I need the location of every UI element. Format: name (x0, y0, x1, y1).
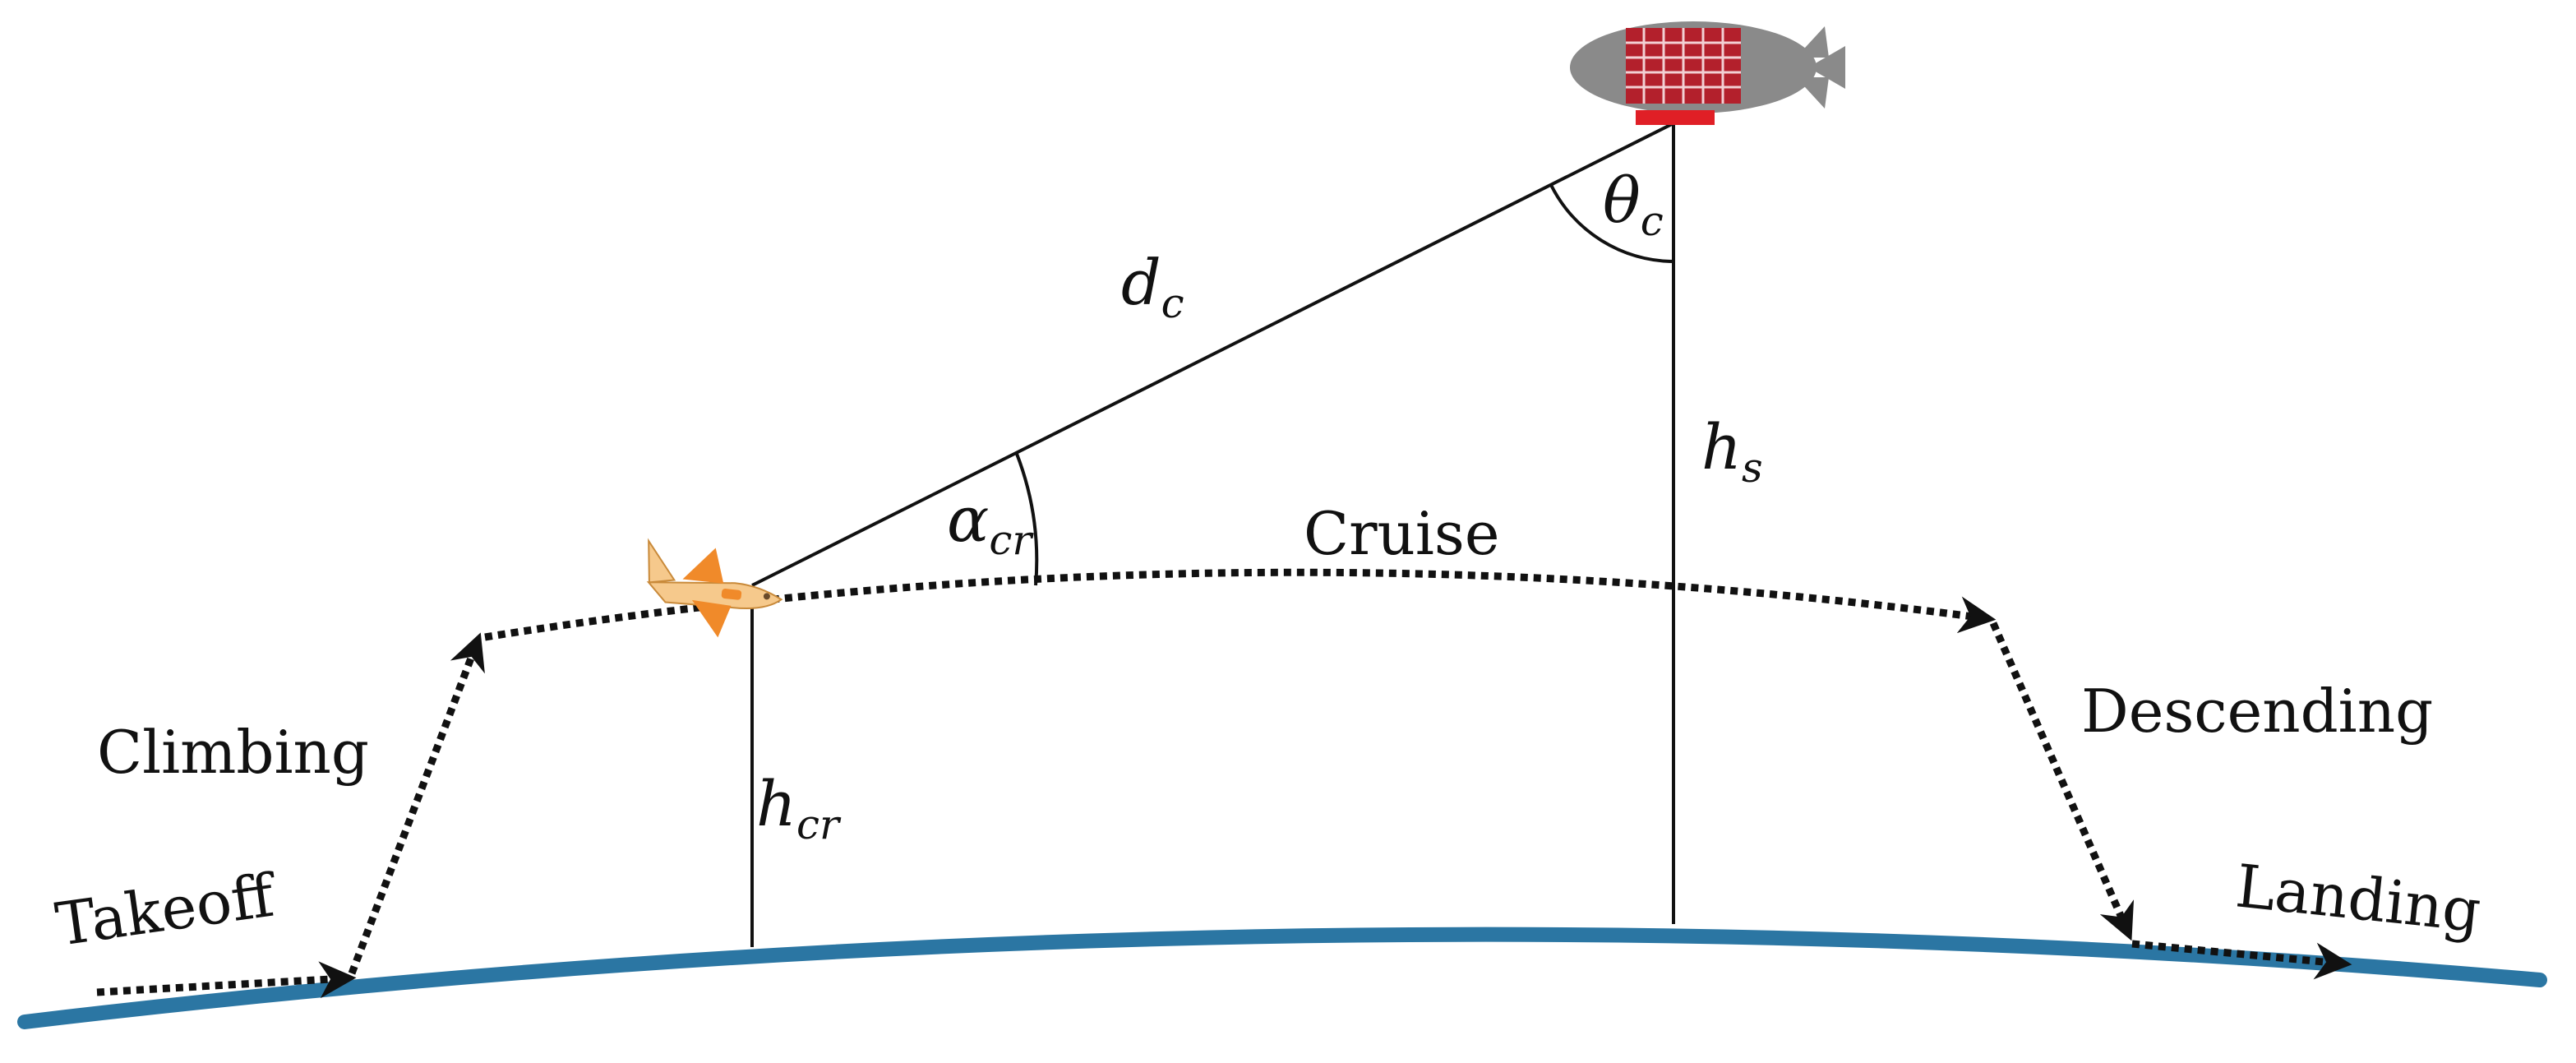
airship-icon (1570, 21, 1845, 125)
alpha-cr-arc (1015, 453, 1039, 586)
climbing-segment (348, 632, 485, 975)
label-h-s: hs (1701, 410, 1763, 492)
label-climbing: Climbing (97, 718, 369, 787)
label-theta-c: θc (1603, 164, 1664, 245)
flight-path (96, 568, 2352, 999)
airplane-icon (646, 538, 783, 638)
label-landing: Landing (2232, 851, 2484, 945)
label-cruise: Cruise (1304, 499, 1499, 568)
takeoff-segment (96, 961, 357, 999)
label-d-c: dc (1121, 246, 1184, 327)
theta-c-arc (1549, 184, 1674, 263)
airship-gondola (1636, 110, 1715, 125)
ground-curve (17, 927, 2547, 1029)
label-takeoff: Takeoff (52, 860, 282, 959)
label-descending: Descending (2081, 677, 2433, 746)
label-alpha-cr: αcr (947, 483, 1034, 564)
descending-segment (1989, 622, 2135, 941)
landing-segment (2131, 940, 2352, 980)
label-h-cr: hcr (756, 767, 842, 848)
line-of-sight-dc (751, 122, 1674, 587)
